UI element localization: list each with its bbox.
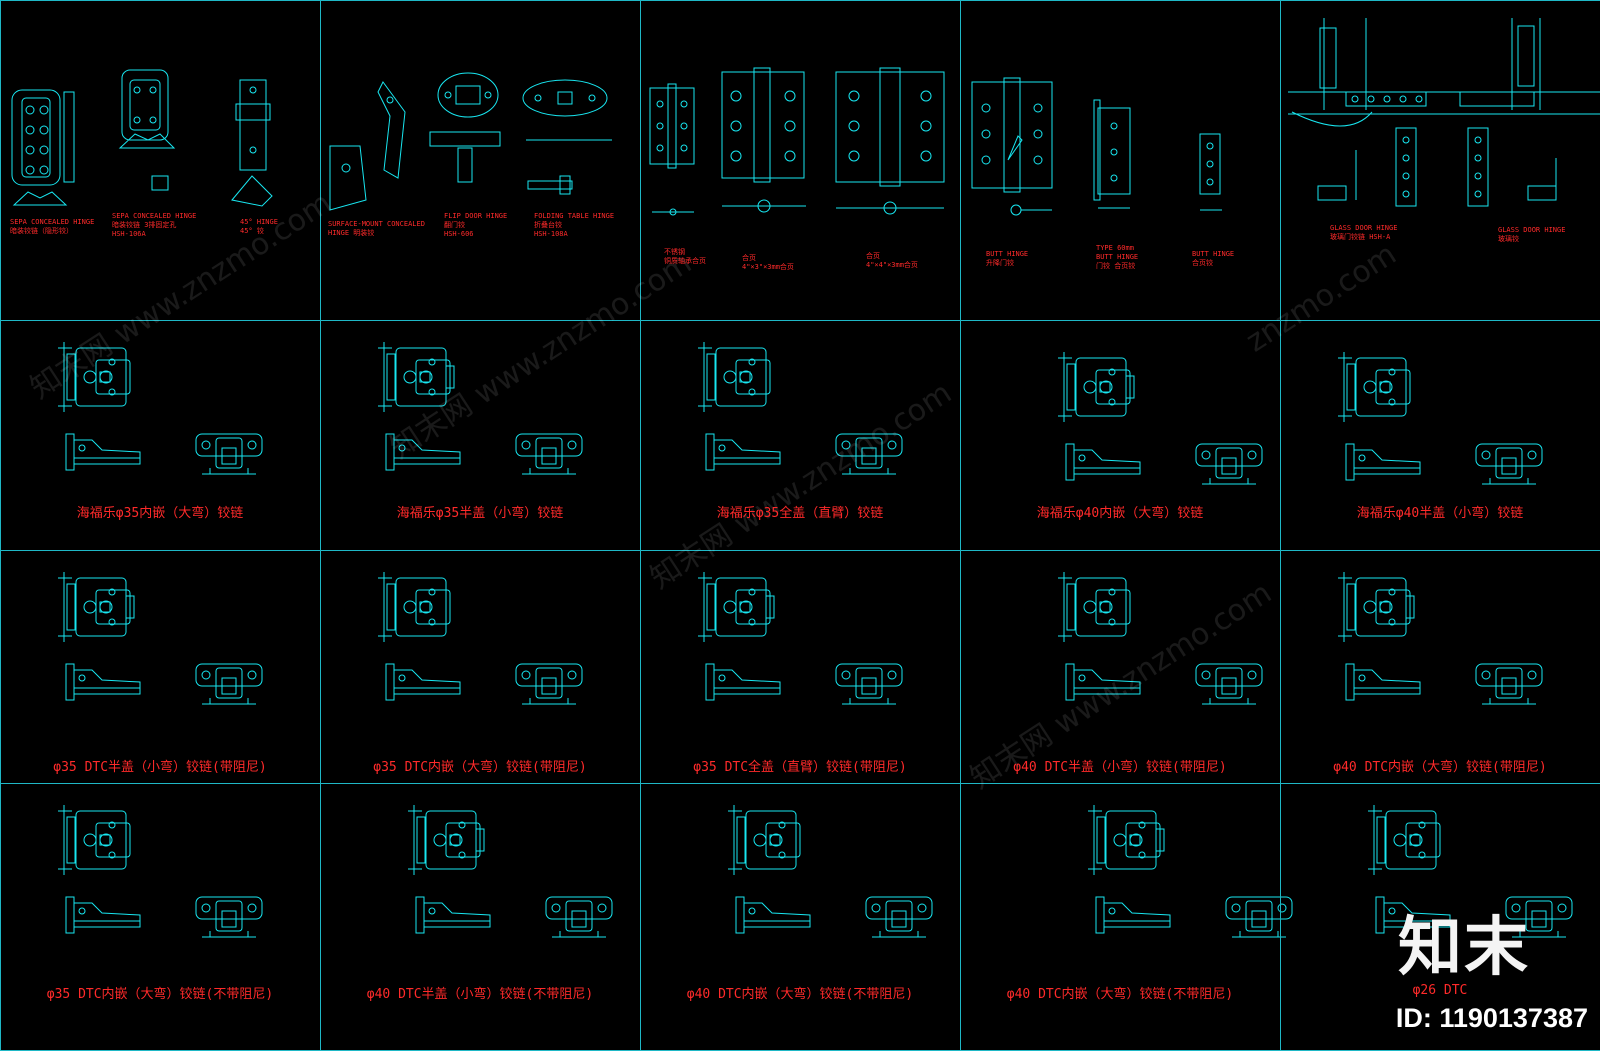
cabinet-hinge-drawing [58, 342, 263, 475]
grid-cell [640, 550, 961, 784]
cabinet-hinge-drawing [698, 342, 903, 475]
butt-hinge-a-caption: 不锈钢 铜质轴承合页 [664, 248, 706, 265]
glass-door-hinge-drawing [1288, 18, 1600, 207]
cabinet-hinge-drawing [378, 342, 583, 475]
brand-logo: 知末 [1398, 911, 1530, 985]
concealed-hinge-drawing [11, 69, 273, 207]
surface-mount-hinge-caption: FLIP DOOR HINGE 翻门铰 HSH-606 [444, 212, 508, 238]
cabinet-hinge-drawing [1368, 805, 1573, 938]
hinge-caption: φ26 DTC [1412, 983, 1468, 998]
butt-hinge-b-caption: BUTT HINGE 升降门铰 [986, 250, 1029, 267]
hinge-caption: 海福乐φ40内嵌（大弯）铰链 [1036, 506, 1204, 521]
hinge-caption: φ40 DTC内嵌（大弯）铰链(不带阻尼) [686, 987, 914, 1002]
hinge-caption: φ40 DTC半盖（小弯）铰链(不带阻尼) [366, 987, 594, 1002]
surface-mount-hinge-drawing [329, 72, 612, 211]
glass-door-hinge-caption: GLASS DOOR HINGE 玻璃门铰链 HSH-A [1330, 224, 1398, 241]
glass-door-hinge-caption: GLASS DOOR HINGE 玻璃铰 [1498, 226, 1566, 243]
hinge-caption: 海福乐φ40半盖（小弯）铰链 [1356, 506, 1524, 521]
cabinet-hinge-drawing [58, 572, 263, 705]
grid-cell [0, 783, 321, 1051]
grid-cell [0, 0, 321, 321]
cabinet-hinge-drawing [1088, 805, 1293, 938]
hinge-caption: 海福乐φ35全盖（直臂）铰链 [716, 506, 884, 521]
hinge-caption: φ40 DTC半盖（小弯）铰链(带阻尼) [1013, 760, 1227, 775]
cabinet-hinge-drawing [1058, 352, 1263, 485]
butt-hinge-a-caption: 合页 4"×3"×3mm合页 [742, 254, 794, 271]
concealed-hinge-caption: SEPA CONCEALED HINGE 暗装铰链 3排固定孔 HSH-106A [112, 212, 197, 238]
butt-hinge-a-caption: 合页 4"×4"×3mm合页 [866, 252, 918, 269]
cabinet-hinge-drawing [728, 805, 933, 938]
grid-cell [1280, 550, 1600, 784]
drawing-id: ID: 1190137387 [1395, 1003, 1588, 1033]
grid-cell [960, 0, 1281, 321]
cabinet-hinge-drawing [408, 805, 613, 938]
grid-cell [320, 550, 641, 784]
butt-hinge-b-caption: BUTT HINGE 合页铰 [1192, 250, 1235, 267]
grid-cell [640, 783, 961, 1051]
hinge-caption: 海福乐φ35半盖（小弯）铰链 [396, 506, 564, 521]
cabinet-hinge-drawing [1338, 572, 1543, 705]
butt-hinge-b-caption: TYPE 60mm BUTT HINGE 门铰 合页铰 [1096, 244, 1139, 270]
concealed-hinge-caption: SEPA CONCEALED HINGE 暗装铰链（隐形铰） [10, 218, 95, 235]
butt-hinge-a-drawing [649, 67, 945, 216]
hinge-caption: φ40 DTC内嵌（大弯）铰链(不带阻尼) [1006, 987, 1234, 1002]
cabinet-hinge-drawing [1058, 572, 1263, 705]
hinge-caption: φ35 DTC内嵌（大弯）铰链(带阻尼) [373, 760, 587, 775]
hinge-caption: φ40 DTC内嵌（大弯）铰链(带阻尼) [1333, 760, 1547, 775]
surface-mount-hinge-caption: SURFACE-MOUNT CONCEALED HINGE 明装铰 [328, 220, 425, 237]
grid-cell [0, 550, 321, 784]
hinge-caption: φ35 DTC全盖（直臂）铰链(带阻尼) [693, 760, 907, 775]
cabinet-hinge-drawing [1338, 352, 1543, 485]
grid-cell [960, 783, 1281, 1051]
surface-mount-hinge-caption: FOLDING TABLE HINGE 折叠台铰 HSH-108A [534, 212, 615, 238]
hinge-caption: φ35 DTC内嵌（大弯）铰链(不带阻尼) [46, 987, 274, 1002]
hinge-caption: φ35 DTC半盖（小弯）铰链(带阻尼) [53, 760, 267, 775]
grid-cell [320, 783, 641, 1051]
cabinet-hinge-drawing [378, 572, 583, 705]
grid-cell [320, 0, 641, 321]
concealed-hinge-caption: 45° HINGE 45° 铰 [240, 218, 278, 235]
cabinet-hinge-drawing [58, 805, 263, 938]
hinge-caption: 海福乐φ35内嵌（大弯）铰链 [76, 506, 244, 521]
butt-hinge-b-drawing [971, 77, 1222, 216]
cabinet-hinge-drawing [698, 572, 903, 705]
